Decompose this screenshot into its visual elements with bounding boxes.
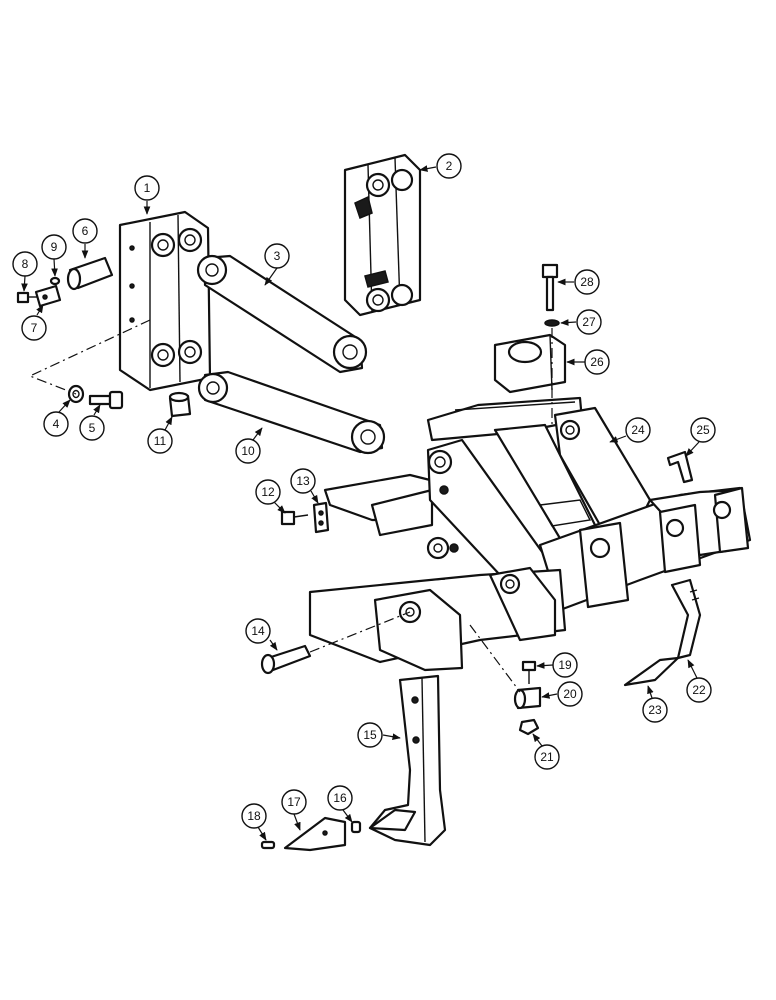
callout-25: 25 (690, 417, 716, 443)
svg-text:8: 8 (22, 257, 29, 271)
callout-2: 2 (436, 153, 462, 179)
point-23 (623, 656, 680, 687)
callout-7: 7 (21, 315, 47, 341)
svg-text:16: 16 (333, 791, 347, 805)
pin-16 (350, 820, 362, 834)
callout-18: 18 (241, 803, 267, 829)
washer-9 (49, 276, 61, 286)
callout-13: 13 (290, 468, 316, 494)
callout-17: 17 (281, 789, 307, 815)
lock-plate-7 (34, 284, 62, 308)
screw-8 (16, 291, 38, 304)
callout-12: 12 (255, 479, 281, 505)
svg-text:19: 19 (558, 658, 572, 672)
clip-25 (666, 450, 694, 484)
callout-21: 21 (534, 744, 560, 770)
callout-27: 27 (576, 309, 602, 335)
svg-text:3: 3 (274, 249, 281, 263)
nut-21 (518, 718, 540, 736)
assembly-line-plate-hardware (28, 319, 151, 395)
callout-5: 5 (79, 415, 105, 441)
svg-text:4: 4 (53, 417, 60, 431)
callout-20: 20 (557, 681, 583, 707)
spacer-20 (513, 686, 542, 710)
mounting-plate-left (118, 210, 212, 392)
callout-8: 8 (12, 251, 38, 277)
callout-14: 14 (245, 618, 271, 644)
svg-text:23: 23 (648, 703, 662, 717)
callout-11: 11 (147, 428, 173, 454)
washer-27 (544, 319, 560, 327)
svg-text:25: 25 (696, 423, 710, 437)
bolt-12 (280, 510, 309, 526)
assembly-line-spacer (469, 624, 521, 693)
callout-23: 23 (642, 697, 668, 723)
pin-18 (260, 840, 276, 850)
ripper-frame (308, 396, 752, 672)
svg-text:28: 28 (580, 275, 594, 289)
mounting-plate-right (343, 153, 422, 317)
svg-text:15: 15 (363, 728, 377, 742)
svg-text:13: 13 (296, 474, 310, 488)
svg-text:27: 27 (582, 315, 596, 329)
callout-19: 19 (552, 652, 578, 678)
plate-13 (312, 501, 330, 534)
tip-17 (283, 816, 347, 852)
svg-text:26: 26 (590, 355, 604, 369)
svg-text:5: 5 (89, 421, 96, 435)
callout-28: 28 (574, 269, 600, 295)
svg-text:2: 2 (446, 159, 453, 173)
svg-text:12: 12 (261, 485, 275, 499)
svg-text:6: 6 (82, 224, 89, 238)
svg-text:22: 22 (692, 683, 706, 697)
pin-6 (66, 256, 114, 291)
callout-6: 6 (72, 218, 98, 244)
callout-15: 15 (357, 722, 383, 748)
callout-16: 16 (327, 785, 353, 811)
svg-text:24: 24 (631, 423, 645, 437)
callout-9: 9 (41, 234, 67, 260)
svg-text:17: 17 (287, 795, 301, 809)
ripper-shank (368, 674, 447, 847)
callout-4: 4 (43, 411, 69, 437)
bolt-28 (541, 263, 559, 312)
bolt-5 (88, 390, 124, 410)
callout-1: 1 (134, 175, 160, 201)
bushing (168, 391, 192, 418)
lower-link (197, 370, 386, 455)
assembly-line-pin (309, 611, 411, 653)
callout-3: 3 (264, 243, 290, 269)
callout-26: 26 (584, 349, 610, 375)
bolt-19 (521, 660, 537, 684)
pin-14 (260, 644, 312, 675)
svg-text:1: 1 (144, 181, 151, 195)
svg-text:11: 11 (154, 434, 167, 448)
callout-22: 22 (686, 677, 712, 703)
svg-text:20: 20 (563, 687, 577, 701)
svg-text:7: 7 (31, 321, 38, 335)
callout-leaders (21, 165, 700, 841)
upper-link (196, 254, 368, 374)
callout-24: 24 (625, 417, 651, 443)
svg-text:14: 14 (251, 624, 265, 638)
svg-text:9: 9 (51, 240, 58, 254)
svg-text:10: 10 (241, 444, 255, 458)
clamp-block (493, 333, 567, 394)
callout-10: 10 (235, 438, 261, 464)
tine-22 (670, 578, 702, 660)
svg-text:21: 21 (540, 750, 554, 764)
svg-text:18: 18 (247, 809, 261, 823)
